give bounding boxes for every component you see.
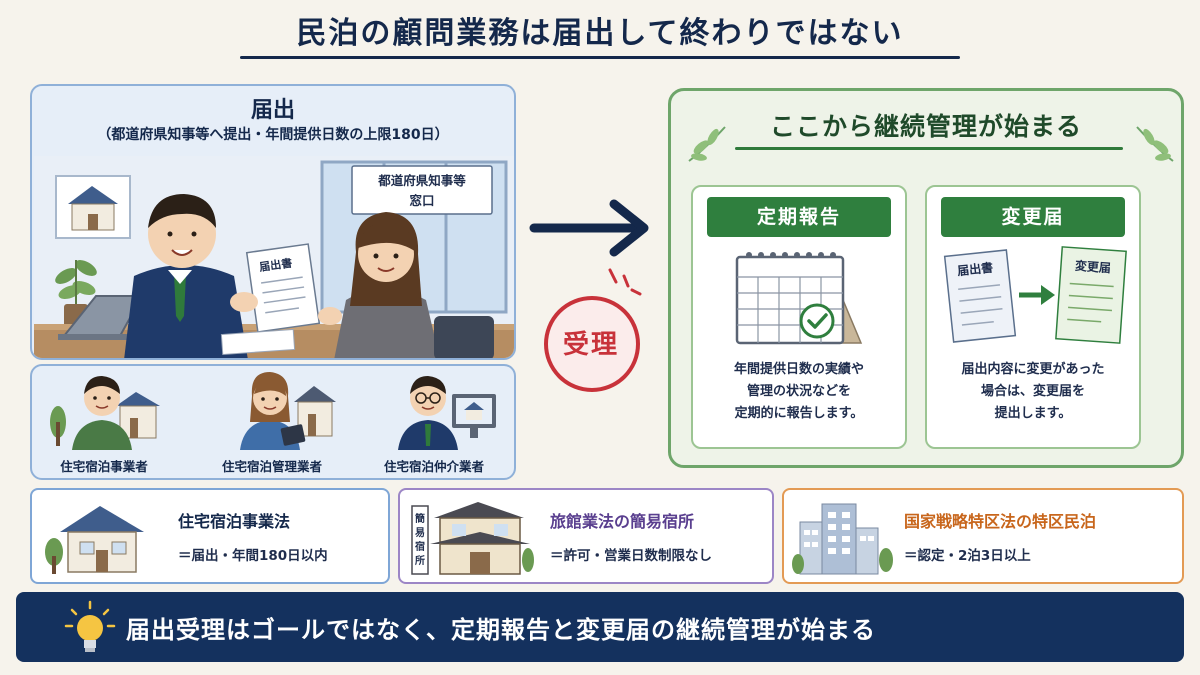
continuous-management-panel: ここから継続管理が始まる 定期報告 bbox=[668, 88, 1184, 468]
law-desc-tokku: ＝認定・2泊3日以上 bbox=[904, 548, 1031, 564]
calendar-check-icon bbox=[735, 252, 863, 345]
after-document-label: 変更届 bbox=[1075, 258, 1112, 275]
lightbulb-icon bbox=[64, 600, 116, 652]
change-notice-card: 変更届 届出書 変更届 届出内容に変更があった 場合は、変更届を 提出します。 bbox=[925, 185, 1141, 449]
notification-document: 届出書 bbox=[230, 243, 342, 333]
page-title: 民泊の顧問業務は届出して終わりではない bbox=[296, 16, 904, 51]
change-notice-heading: 変更届 bbox=[941, 197, 1125, 237]
before-document-label: 届出書 bbox=[956, 260, 993, 279]
office-counter-illustration: 都道府県知事等 窓口 bbox=[34, 156, 514, 358]
accepted-stamp-icon bbox=[544, 268, 642, 392]
law-name-ryokan: 旅館業法の簡易宿所 bbox=[550, 512, 695, 531]
summary-text: 届出受理はゴールではなく、定期報告と変更届の継続管理が始まる bbox=[126, 616, 876, 644]
law-card-minpaku: 住宅宿泊事業法 ＝届出・年間180日以内 bbox=[30, 488, 390, 584]
operators-illustration bbox=[50, 372, 496, 450]
notification-title: 届出 bbox=[250, 98, 295, 123]
periodic-report-description: 年間提供日数の実績や 管理の状況などを 定期的に報告します。 bbox=[733, 362, 864, 421]
title-underline bbox=[240, 56, 960, 59]
summary-banner: 届出受理はゴールではなく、定期報告と変更届の継続管理が始まる bbox=[16, 592, 1184, 662]
document-label: 届出書 bbox=[258, 256, 293, 274]
management-title: ここから継続管理が始まる bbox=[769, 112, 1082, 141]
inn-sign-char-4: 所 bbox=[415, 554, 425, 567]
leaf-left-icon bbox=[688, 126, 726, 162]
periodic-report-heading: 定期報告 bbox=[707, 197, 891, 237]
law-desc-minpaku: ＝届出・年間180日以内 bbox=[178, 548, 328, 564]
window-sign-line-1: 都道府県知事等 bbox=[377, 173, 466, 188]
change-notice-description: 届出内容に変更があった 場合は、変更届を 提出します。 bbox=[961, 362, 1105, 421]
operator-label-business: 住宅宿泊事業者 bbox=[60, 459, 148, 474]
flow-arrow-icon bbox=[529, 199, 649, 257]
booking-agent-figure bbox=[398, 376, 496, 450]
operators-panel: 住宅宿泊事業者 住宅宿泊管理業者 住宅宿泊仲介業者 bbox=[30, 364, 516, 480]
city-buildings-icon bbox=[792, 503, 893, 575]
inn-sign-char-1: 簡 bbox=[415, 512, 425, 525]
document-change-icon: 届出書 変更届 bbox=[943, 246, 1127, 344]
business-operator-figure bbox=[50, 376, 160, 450]
consultant-figure bbox=[124, 194, 248, 358]
operator-label-agent: 住宅宿泊仲介業者 bbox=[383, 459, 484, 474]
clerk-figure bbox=[334, 212, 440, 358]
management-underline bbox=[735, 147, 1123, 150]
property-manager-figure bbox=[240, 372, 336, 450]
leaf-right-icon bbox=[1136, 126, 1174, 162]
inn-icon: 簡 易 宿 所 bbox=[411, 502, 534, 575]
law-name-tokku: 国家戦略特区法の特区民泊 bbox=[904, 512, 1097, 531]
law-desc-ryokan: ＝許可・営業日数制限なし bbox=[550, 548, 712, 564]
house-icon bbox=[45, 506, 144, 574]
periodic-report-card: 定期報告 年間提供日数の実績や 管理 bbox=[691, 185, 907, 449]
inn-sign-char-3: 宿 bbox=[415, 540, 425, 553]
notification-panel: 届出 （都道府県知事等へ提出・年間提供日数の上限180日） 都道府県知事等 窓口 bbox=[30, 84, 516, 360]
accepted-stamp-text: 受理 bbox=[562, 330, 619, 360]
inn-sign-char-2: 易 bbox=[415, 527, 425, 539]
window-sign-line-2: 窓口 bbox=[409, 193, 434, 208]
law-card-ryokan: 簡 易 宿 所 旅館業法の簡易宿所 ＝許可・営業日数制限なし bbox=[398, 488, 774, 584]
notification-subtitle: （都道府県知事等へ提出・年間提供日数の上限180日） bbox=[97, 127, 449, 143]
operator-label-manager: 住宅宿泊管理業者 bbox=[221, 459, 322, 474]
law-name-minpaku: 住宅宿泊事業法 bbox=[178, 512, 291, 531]
law-card-tokku: 国家戦略特区法の特区民泊 ＝認定・2泊3日以上 bbox=[782, 488, 1184, 584]
